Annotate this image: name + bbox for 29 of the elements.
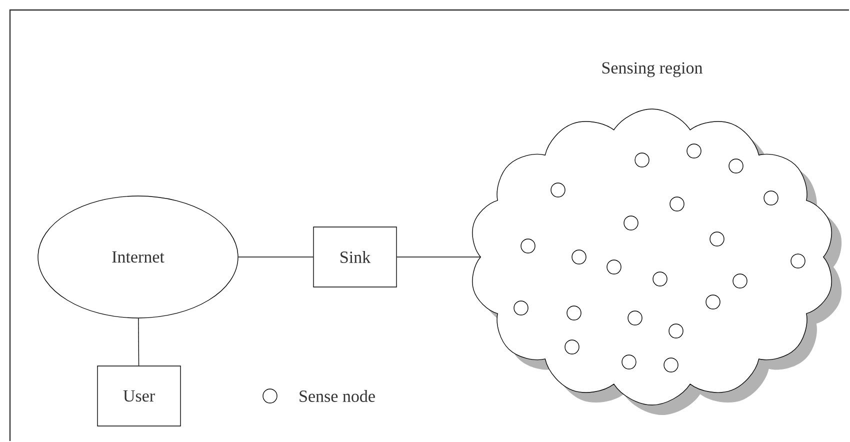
sensor-circle (550, 182, 566, 198)
sensor-circle (514, 300, 528, 316)
sensor-circle (628, 310, 642, 326)
sensor-circle (664, 358, 678, 372)
sensor-circle (622, 354, 636, 370)
sensor-circle (764, 190, 778, 206)
rectangle-node: User (97, 366, 181, 426)
sensor-circle (652, 272, 668, 286)
sensor-circle (572, 250, 586, 264)
sensor-circle (710, 232, 724, 246)
sensor-circle (670, 196, 684, 212)
sensor-circle (634, 152, 650, 168)
sensor-circle (668, 324, 684, 338)
connector-line (238, 256, 314, 258)
node-label: Sensing region (602, 62, 703, 78)
sensor-circle (564, 340, 580, 354)
sensor-circle (732, 274, 748, 288)
sensor-circle (686, 144, 702, 158)
rectangle-node: Sink (313, 226, 397, 288)
connector-line (138, 318, 140, 366)
sensor-circle (520, 238, 536, 254)
sensor-circle (706, 294, 720, 310)
sensor-circle (624, 216, 638, 230)
sensor-circle (728, 158, 744, 174)
sensor-circle (790, 254, 806, 268)
sensor-circle (606, 260, 622, 274)
sensor-circle (566, 306, 582, 320)
ellipse-node: Internet (38, 196, 238, 318)
legend-text: Sense node (300, 390, 375, 402)
